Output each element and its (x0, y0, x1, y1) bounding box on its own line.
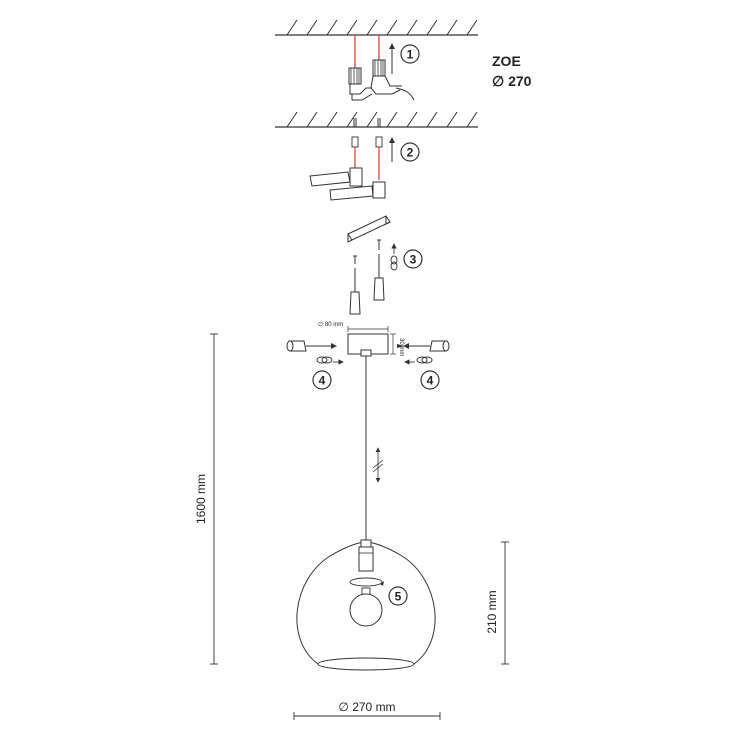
product-size-label: ∅ 270 (492, 73, 532, 89)
step4-left-number: 4 (319, 374, 326, 388)
shade-height-label: 210 mm (485, 590, 499, 633)
shade-height-dimension (501, 541, 509, 665)
shade-diameter-label: ∅ 270 mm (338, 700, 395, 714)
ceiling-middle (275, 111, 478, 128)
total-height-dimension (210, 333, 218, 665)
shade-diameter-dimension (293, 712, 441, 720)
step1-badge: 1 (400, 44, 420, 64)
step5-badge: 5 (388, 586, 408, 606)
suspension-cable (365, 356, 384, 540)
canopy (347, 326, 396, 357)
total-height-label: 1600 mm (194, 474, 208, 524)
step4-left-screwdriver (286, 340, 344, 365)
step4-right-number: 4 (427, 374, 434, 388)
product-name: ZOE (492, 53, 521, 69)
step2-number: 2 (407, 146, 414, 160)
step3-number: 3 (410, 253, 417, 267)
step5-number: 5 (395, 590, 402, 604)
step1-drill-assembly (348, 35, 415, 101)
canopy-diameter-label: ∅ 80 mm (318, 321, 343, 328)
step3-badge: 3 (403, 249, 423, 269)
ceiling-top (275, 19, 478, 36)
step1-number: 1 (407, 48, 414, 62)
step4-right-screwdriver (397, 340, 450, 365)
step2-plug-assembly (309, 136, 395, 201)
step3-screwdrivers (349, 239, 398, 315)
canopy-height-label: 30 mm (398, 338, 404, 356)
glass-globe-shade (296, 539, 436, 671)
step4-left-badge: 4 (312, 370, 332, 390)
step3-bracket (347, 215, 391, 243)
step4-right-badge: 4 (420, 370, 440, 390)
step2-badge: 2 (400, 142, 420, 162)
